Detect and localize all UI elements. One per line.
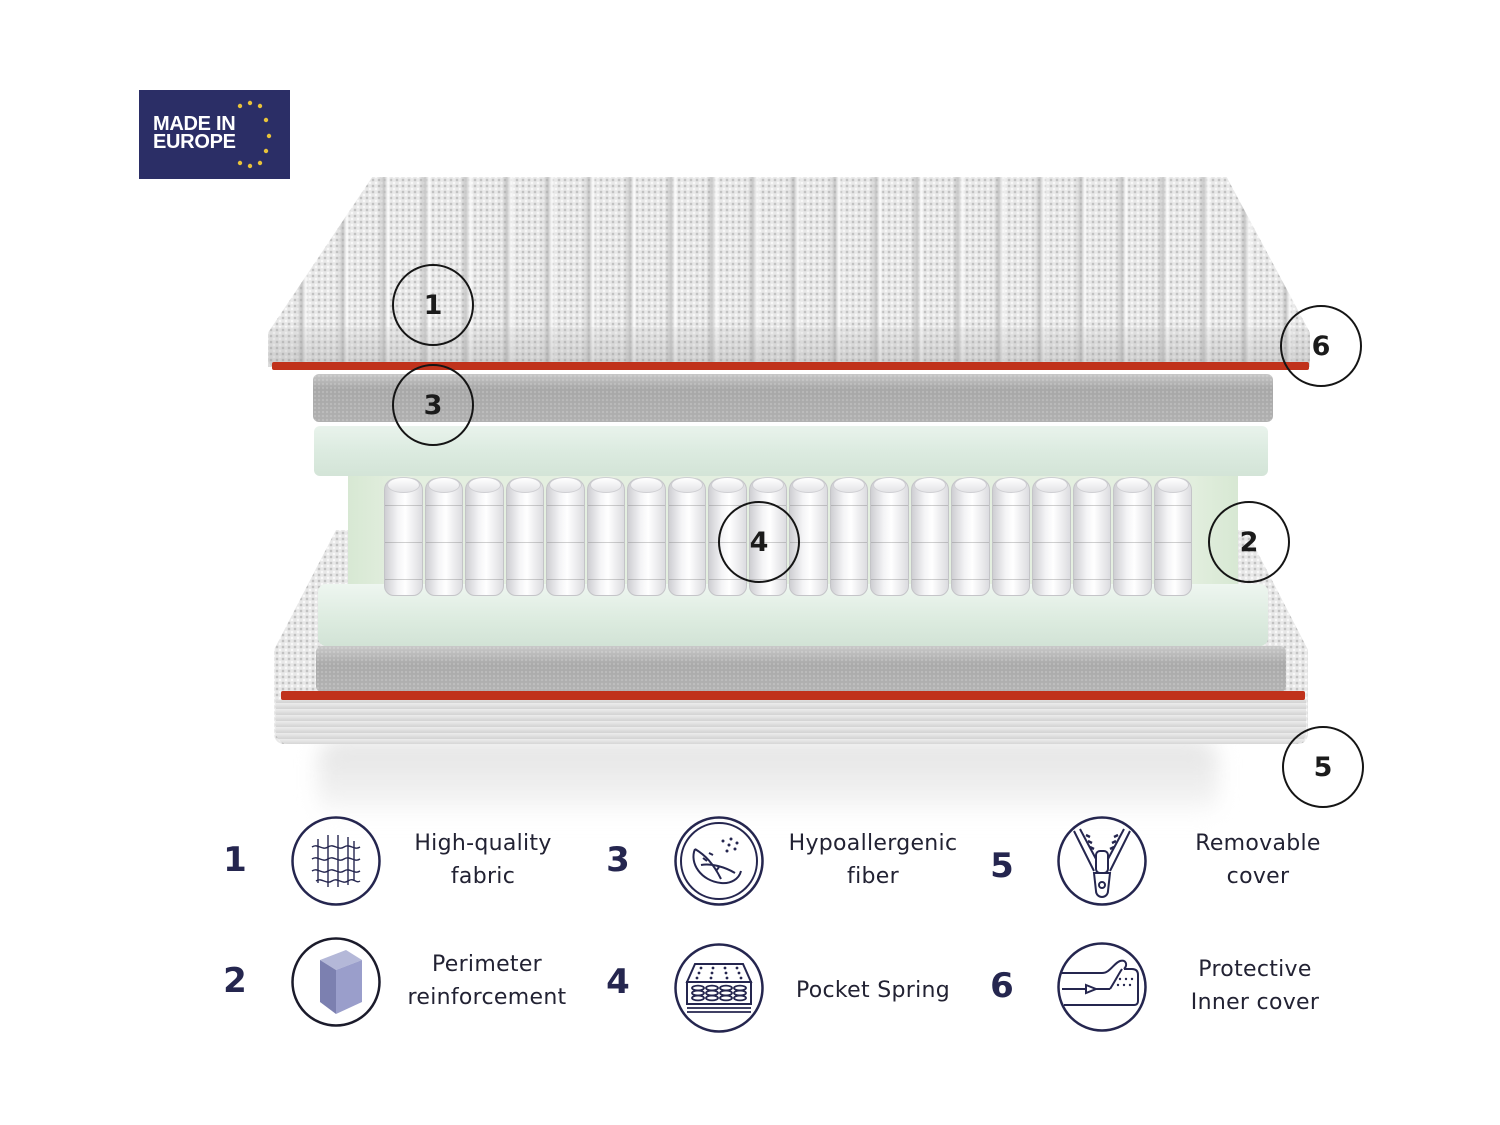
spring-coil: [465, 477, 504, 596]
cube-icon: [290, 936, 382, 1028]
legend-label-line-2: fabric: [450, 864, 516, 889]
legend-number: 6: [990, 966, 1014, 1006]
spring-coil: [870, 477, 909, 596]
callout-3: 3: [392, 364, 474, 446]
callout-6: 6: [1280, 305, 1362, 387]
legend-label-line-2: reinforcement: [407, 985, 567, 1010]
legend-number: 5: [990, 846, 1014, 886]
legend-label-line-2: cover: [1226, 864, 1290, 889]
legend-label: Protective Inner cover: [1160, 938, 1350, 1034]
legend-number: 4: [606, 962, 630, 1002]
spring-coil: [829, 477, 868, 596]
callout-2: 2: [1208, 501, 1290, 583]
legend-label-line-1: Protective: [1198, 957, 1312, 982]
legend-label-line-1: Perimeter: [431, 952, 543, 977]
eu-stars-icon: [237, 100, 272, 169]
spring-coil: [1153, 477, 1192, 596]
legend-label-line-2: Inner cover: [1190, 990, 1320, 1015]
legend-label: Pocket Spring: [778, 942, 968, 1038]
spring-coil: [384, 477, 423, 596]
legend-item-perimeter-reinforcement: 2 Perimeter reinforcement: [215, 933, 585, 1029]
spring-coil: [667, 477, 706, 596]
spring-coil: [546, 477, 585, 596]
spring-coil: [1032, 477, 1071, 596]
spring-coil: [951, 477, 990, 596]
legend-number: 3: [606, 840, 630, 880]
bottom-quilted-side: [276, 700, 1306, 744]
legend-item-pocket-spring: 4 Pocket Spring: [598, 934, 978, 1033]
spring-coil: [627, 477, 666, 596]
badge-line-2: EUROPE: [153, 131, 236, 153]
legend-label-line-1: Removable: [1195, 831, 1321, 856]
inner-cover-band-bottom: [281, 691, 1305, 700]
legend-label-line-1: Pocket Spring: [795, 977, 951, 1003]
inner-cover-icon: [1056, 941, 1148, 1033]
legend-label: Hypoallergenic fiber: [778, 812, 968, 908]
badge-text: MADE IN EUROPE: [153, 113, 263, 153]
feather-icon: [673, 815, 765, 907]
grey-foam-bottom: [316, 646, 1286, 692]
spring-coil: [424, 477, 463, 596]
callout-4: 4: [718, 501, 800, 583]
legend-item-high-quality-fabric: 1 High-quality fabric: [215, 812, 575, 908]
legend-label-line-1: High-quality: [414, 831, 552, 856]
legend-label: Removable cover: [1163, 812, 1353, 908]
callout-1: 1: [392, 264, 474, 346]
legend-item-hypoallergenic-fiber: 3 Hypoallergenic fiber: [598, 812, 978, 908]
legend-number: 1: [223, 840, 247, 880]
legend-number: 2: [223, 961, 247, 1001]
pocket-spring-icon: [673, 942, 765, 1034]
legend-label: High-quality fabric: [388, 812, 578, 908]
legend-item-protective-inner-cover: 6 Protective Inner cover: [982, 938, 1342, 1034]
zipper-icon: [1056, 815, 1148, 907]
made-in-europe-badge: MADE IN EUROPE: [139, 90, 290, 179]
legend-label-line-1: Hypoallergenic: [788, 831, 958, 856]
spring-coil: [586, 477, 625, 596]
spring-coil: [991, 477, 1030, 596]
mattress-shadow: [318, 740, 1218, 818]
green-foam-top: [314, 426, 1268, 476]
mattress-illustration: 1 3 6 4 2 5: [268, 177, 1364, 818]
badge-line-1: MADE IN: [153, 113, 236, 135]
spring-coil: [505, 477, 544, 596]
legend-label: Perimeter reinforcement: [392, 933, 582, 1029]
spring-coil: [1113, 477, 1152, 596]
callout-5: 5: [1282, 726, 1364, 808]
legend-label-line-2: fiber: [847, 864, 899, 889]
inner-cover-band-top: [272, 362, 1309, 370]
spring-coil: [1072, 477, 1111, 596]
fabric-weave-icon: [290, 815, 382, 907]
spring-coil: [910, 477, 949, 596]
legend-item-removable-cover: 5 Removable cover: [982, 812, 1342, 908]
